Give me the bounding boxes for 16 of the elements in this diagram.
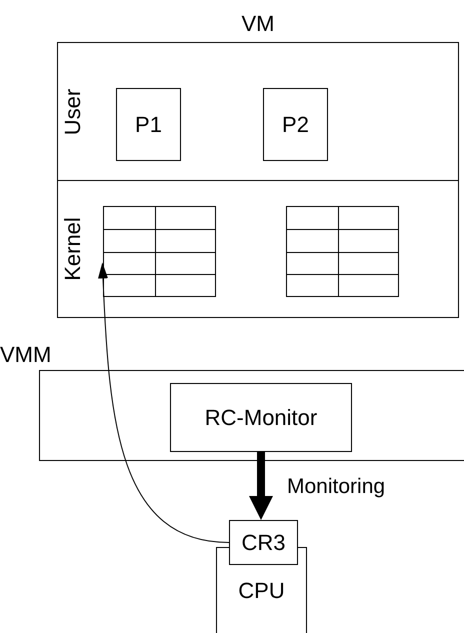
module-box [170, 383, 352, 452]
box-label: CR3 [241, 532, 286, 554]
box-label: RC-Monitor [204, 406, 318, 428]
group-title: VM [242, 13, 274, 35]
box-label: P1 [135, 114, 162, 136]
arrow [98, 262, 230, 543]
arrow [249, 452, 273, 520]
box-label: CPU [238, 580, 285, 602]
box-label: P2 [282, 114, 309, 136]
edge-label: Monitoring [287, 476, 386, 496]
band-label: User [62, 88, 84, 135]
band-label: Kernel [62, 217, 84, 281]
process-box [263, 88, 328, 161]
register-box [229, 520, 298, 565]
process-box [116, 88, 181, 161]
group-title: VMM [0, 344, 52, 366]
